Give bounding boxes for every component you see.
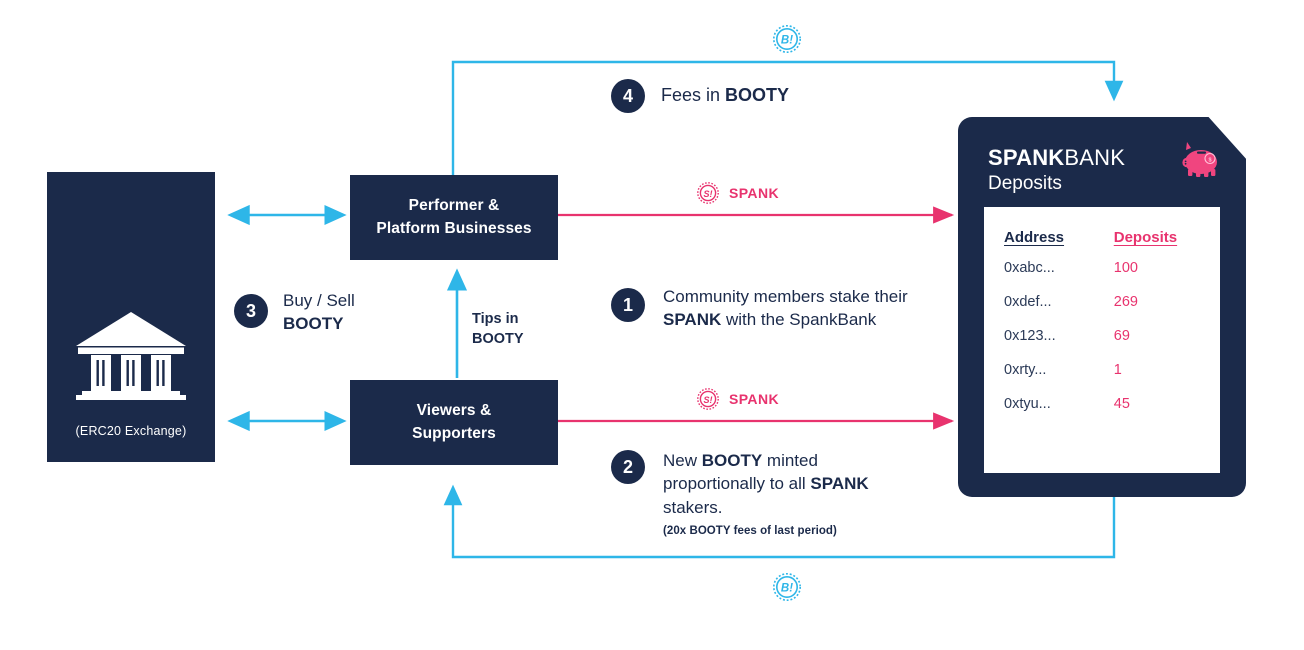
spank-token-top: S! SPANK bbox=[695, 180, 779, 206]
piggy-bank-icon: $ bbox=[1178, 141, 1224, 184]
spank-badge-text: S! bbox=[704, 395, 713, 405]
table-row[interactable]: 0xtyu... 45 bbox=[1004, 396, 1200, 430]
tips-label-line1: Tips in bbox=[472, 311, 519, 327]
viewers-box-line1: Viewers & bbox=[416, 402, 492, 420]
cell-address: 0xabc... bbox=[1004, 260, 1055, 276]
svg-text:$: $ bbox=[1208, 157, 1212, 163]
performer-box-line1: Performer & bbox=[408, 197, 500, 215]
booty-badge-icon: B! bbox=[773, 573, 801, 601]
spankbank-title: SPANKBANK bbox=[988, 145, 1226, 171]
table-row[interactable]: 0xabc... 100 bbox=[1004, 260, 1200, 294]
cell-address: 0xtyu... bbox=[1004, 396, 1051, 412]
spank-token-label: SPANK bbox=[729, 391, 779, 407]
step-2-fineprint: (20x BOOTY fees of last period) bbox=[663, 525, 837, 538]
step-1-text: Community members stake their SPANK with… bbox=[663, 285, 933, 332]
cell-address: 0x123... bbox=[1004, 328, 1056, 344]
tips-label-line2: BOOTY bbox=[472, 331, 524, 348]
table-row[interactable]: 0xrty... 1 bbox=[1004, 362, 1200, 396]
step-2-part5: stakers. bbox=[663, 497, 723, 517]
step-2-part3: minted proportionally to all bbox=[663, 451, 818, 494]
step-2-number: 2 bbox=[611, 450, 645, 484]
spankbank-title-rest: BANK bbox=[1064, 145, 1126, 170]
cell-deposit: 1 bbox=[1113, 362, 1122, 378]
spankbank-title-bold: SPANK bbox=[988, 145, 1065, 170]
table-row[interactable]: 0x123... 69 bbox=[1004, 328, 1200, 362]
step-2-text: New BOOTY minted proportionally to all S… bbox=[663, 449, 918, 540]
booty-badge-top: B! bbox=[770, 22, 804, 61]
booty-badge-text: B! bbox=[781, 35, 793, 47]
booty-badge-icon: B! bbox=[773, 25, 801, 53]
step-2-part1: New bbox=[663, 451, 702, 470]
step-3-line2: BOOTY bbox=[283, 314, 344, 334]
step-4-bold: BOOTY bbox=[725, 85, 790, 105]
step-1-part2: SPANK bbox=[663, 310, 722, 330]
performer-box-line2: Platform Businesses bbox=[376, 219, 532, 237]
column-header-address: Address bbox=[1004, 229, 1065, 246]
column-header-deposits: Deposits bbox=[1113, 229, 1178, 246]
table-row[interactable]: 0xdef... 269 bbox=[1004, 294, 1200, 328]
deposits-header-row: Address Deposits bbox=[1004, 229, 1200, 260]
step-2-part4: SPANK bbox=[810, 474, 869, 494]
step-3-number: 3 bbox=[234, 294, 268, 328]
tips-in-booty-label: Tips in BOOTY bbox=[472, 309, 524, 350]
step-1-number: 1 bbox=[611, 288, 645, 322]
cell-deposit: 45 bbox=[1113, 396, 1130, 412]
spankbank-subtitle: Deposits bbox=[988, 173, 1062, 194]
spank-badge-text: S! bbox=[704, 189, 713, 199]
spankbank-header: SPANKBANK Deposits bbox=[988, 145, 1226, 195]
step-2-part2: BOOTY bbox=[701, 451, 763, 470]
step-4-text: Fees in BOOTY bbox=[661, 83, 789, 108]
step-4-prefix: Fees in bbox=[661, 85, 726, 105]
spank-token-bottom: S! SPANK bbox=[695, 386, 779, 412]
bank-icon bbox=[72, 308, 190, 407]
step-1-part3: with the SpankBank bbox=[721, 310, 877, 330]
performer-platform-box[interactable]: Performer & Platform Businesses bbox=[350, 175, 558, 260]
spank-token-label: SPANK bbox=[729, 185, 779, 201]
viewers-supporters-box[interactable]: Viewers & Supporters bbox=[350, 380, 558, 465]
cell-deposit: 100 bbox=[1113, 260, 1138, 276]
booty-badge-bottom: B! bbox=[770, 570, 804, 609]
deposits-table: Address Deposits 0xabc... 100 0xdef... 2… bbox=[1004, 229, 1200, 430]
deposits-panel: Address Deposits 0xabc... 100 0xdef... 2… bbox=[984, 207, 1220, 473]
exchange-label: (ERC20 Exchange) bbox=[75, 423, 187, 438]
spank-badge-icon: S! bbox=[697, 182, 719, 204]
spank-badge-icon: S! bbox=[697, 388, 719, 410]
step-1-part1: Community members stake their bbox=[663, 287, 908, 306]
step-3-text: Buy / Sell BOOTY bbox=[283, 289, 355, 336]
cell-deposit: 69 bbox=[1113, 328, 1130, 344]
erc20-exchange-box[interactable]: (ERC20 Exchange) bbox=[47, 172, 215, 462]
viewers-box-line2: Supporters bbox=[412, 424, 496, 442]
step-4-number: 4 bbox=[611, 79, 645, 113]
spankbank-card[interactable]: SPANKBANK Deposits $ bbox=[958, 117, 1246, 497]
booty-badge-text: B! bbox=[781, 583, 793, 595]
cell-address: 0xrty... bbox=[1004, 362, 1047, 378]
cell-deposit: 269 bbox=[1113, 294, 1138, 310]
cell-address: 0xdef... bbox=[1004, 294, 1052, 310]
step-3-line1: Buy / Sell bbox=[283, 291, 355, 310]
